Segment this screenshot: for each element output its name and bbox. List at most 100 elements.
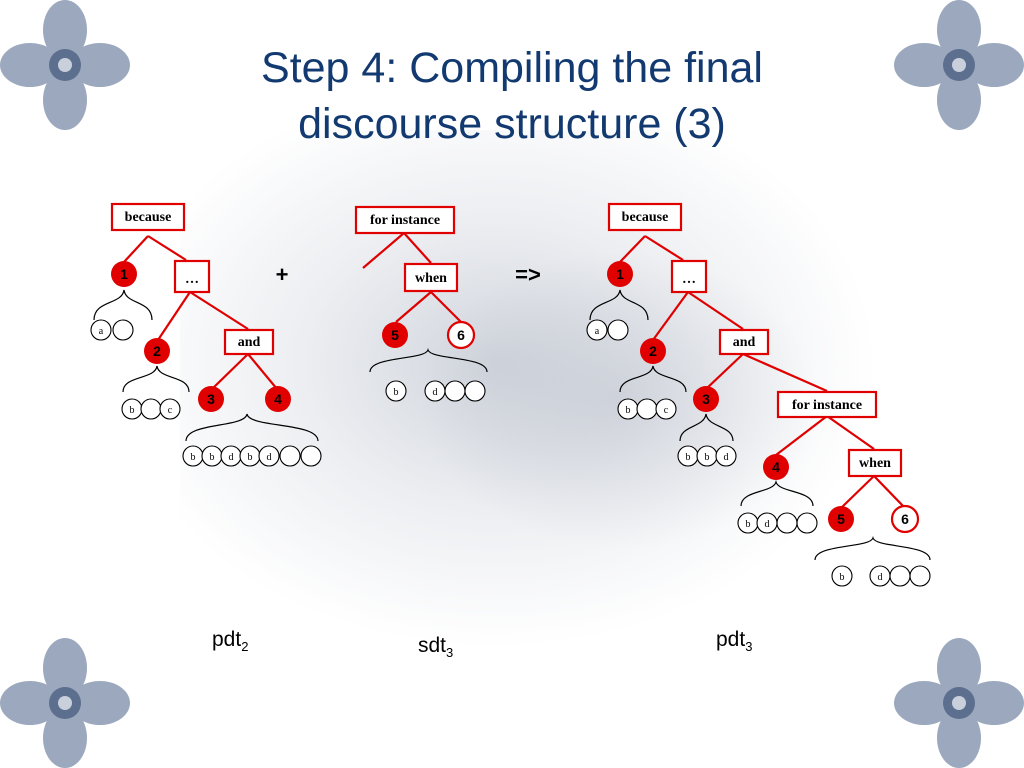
tree-sdt3: for instance when 5 6 b d (354, 205, 488, 402)
brace (814, 535, 931, 561)
circle-leaf (279, 445, 301, 467)
circle-leaf (586, 319, 608, 341)
box-because (607, 202, 683, 232)
box-because-label: because (622, 210, 669, 225)
circle-group-a: a (90, 319, 134, 341)
circle-group-a: a (586, 319, 629, 341)
caption-sdt3-base: sdt (418, 634, 447, 657)
node-2 (640, 338, 666, 364)
circle-group-e: b d (831, 565, 931, 587)
brace (185, 413, 319, 442)
node-4 (763, 454, 789, 480)
slide-title: Step 4: Compiling the final discourse st… (112, 40, 912, 152)
circle-leaf-label: b (705, 452, 710, 463)
node-6 (446, 320, 476, 350)
implies-operator: => (515, 262, 541, 287)
circle-leaf-label: d (878, 572, 883, 583)
box-dots (670, 259, 708, 294)
node-4-label: 4 (772, 459, 780, 475)
tree-pdt3: because … and for instance when 1 2 3 4 … (586, 202, 931, 587)
flower-decoration-icon (894, 638, 1024, 768)
caption-pdt3: pdt3 (716, 628, 752, 654)
node-3 (693, 386, 719, 412)
circle-leaf (636, 398, 658, 420)
circle-leaf (90, 319, 112, 341)
node-2-label: 2 (649, 343, 657, 359)
caption-pdt2: pdt2 (212, 628, 248, 654)
box-because (110, 202, 186, 232)
circle-leaf (889, 565, 911, 587)
node-6-label: 6 (457, 327, 465, 343)
node-5-label: 5 (837, 511, 845, 527)
node-3-label: 3 (207, 391, 215, 407)
circle-group-d: b d (737, 512, 818, 534)
circle-leaf (385, 380, 407, 402)
circle-leaf (796, 512, 818, 534)
box-and (223, 328, 275, 356)
brace (589, 289, 649, 321)
circle-leaf-label: d (267, 452, 272, 463)
title-line-1: Step 4: Compiling the final (261, 44, 763, 92)
box-when (403, 262, 459, 293)
box-for-instance-label: for instance (792, 398, 862, 413)
node-1 (111, 261, 137, 287)
circle-leaf-label: b (394, 387, 399, 398)
node-5-label: 5 (391, 327, 399, 343)
node-3 (198, 386, 224, 412)
circle-leaf-label: b (686, 452, 691, 463)
box-for-instance-label: for instance (370, 213, 440, 228)
node-1-label: 1 (616, 266, 624, 282)
flower-decoration-icon (894, 0, 1024, 130)
circle-group-b: b c (617, 398, 677, 420)
box-for-instance (354, 205, 456, 235)
circle-leaf (607, 319, 629, 341)
node-6 (890, 504, 920, 534)
caption-pdt3-base: pdt (716, 628, 746, 651)
circle-leaf-label: b (248, 452, 253, 463)
circle-leaf (159, 398, 181, 420)
circle-leaf (444, 380, 466, 402)
caption-sdt3: sdt3 (418, 634, 453, 660)
node-3-label: 3 (702, 391, 710, 407)
box-and-label: and (733, 335, 756, 350)
circle-leaf-label: a (99, 326, 104, 337)
circle-leaf (464, 380, 486, 402)
circle-leaf (140, 398, 162, 420)
caption-sdt3-sub: 3 (446, 645, 454, 661)
circle-leaf (112, 319, 134, 341)
box-because-label: because (125, 210, 172, 225)
node-1 (607, 261, 633, 287)
circle-leaf-label: b (130, 405, 135, 416)
circle-leaf (831, 565, 853, 587)
circle-leaf-label: b (626, 405, 631, 416)
node-1-label: 1 (120, 266, 128, 282)
box-dots-label: … (185, 272, 199, 287)
box-when-label: when (415, 271, 447, 286)
title-line-2: discourse structure (3) (298, 100, 726, 148)
brace (122, 365, 190, 393)
circle-leaf-label: b (191, 452, 196, 463)
box-and-label: and (238, 335, 261, 350)
box-and (718, 328, 770, 356)
node-4 (265, 386, 291, 412)
brace (679, 413, 734, 442)
box-dots (173, 259, 211, 294)
circle-leaf-label: d (724, 452, 729, 463)
circle-leaf-label: d (765, 519, 770, 530)
circle-group-d: b d (385, 380, 486, 402)
box-when (847, 448, 903, 478)
flower-decoration-icon (0, 0, 130, 130)
circle-group-c: b b d b d (182, 445, 322, 467)
circle-leaf-label: a (595, 326, 600, 337)
brace (619, 365, 687, 393)
circle-group-b: b c (121, 398, 181, 420)
flower-decoration-icon (0, 638, 130, 768)
node-6-label: 6 (901, 511, 909, 527)
box-dots-label: … (682, 272, 696, 287)
node-2-label: 2 (153, 343, 161, 359)
circle-leaf-label: b (210, 452, 215, 463)
node-5 (382, 322, 408, 348)
box-when-label: when (859, 456, 891, 471)
brace (740, 479, 814, 507)
brace (369, 347, 488, 373)
